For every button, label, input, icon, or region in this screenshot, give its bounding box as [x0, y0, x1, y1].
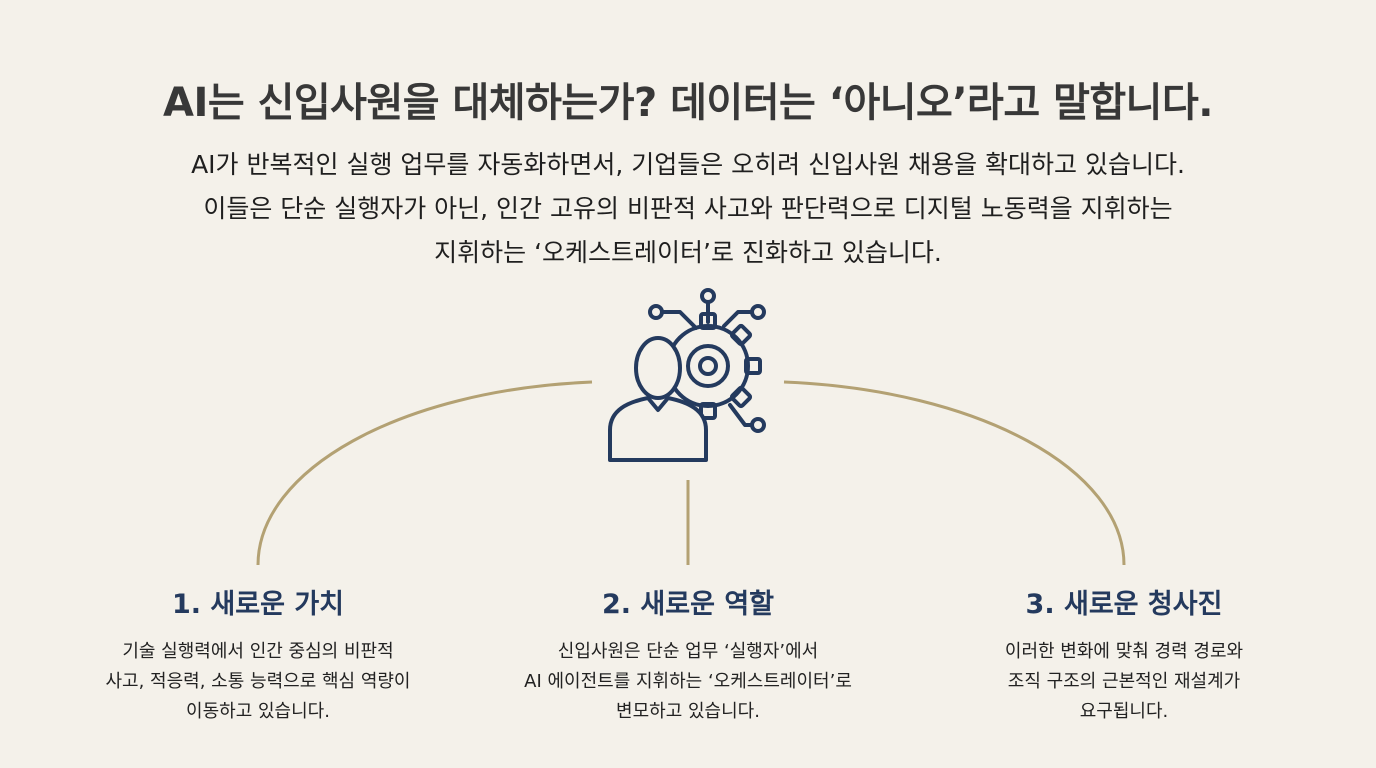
column-heading: 2. 새로운 역할: [601, 589, 775, 620]
column-line: 신입사원은 단순 업무 ‘실행자’에서: [557, 641, 819, 662]
connector-right: [783, 380, 1126, 566]
column-heading: 3. 새로운 청사진: [1025, 589, 1223, 620]
subtitle-line: 지휘하는 ‘오케스트레이터’로 진화하고 있습니다.: [434, 238, 942, 267]
column-new-blueprint: 3. 새로운 청사진 이러한 변화에 맞춰 경력 경로와 조직 구조의 근본적인…: [914, 585, 1334, 727]
column-description: 기술 실행력에서 인간 중심의 비판적 사고, 적응력, 소통 능력으로 핵심 …: [48, 637, 468, 727]
subtitle-line: AI가 반복적인 실행 업무를 자동화하면서, 기업들은 오히려 신입사원 채용…: [191, 150, 1185, 179]
column-line: 요구됩니다.: [1079, 701, 1169, 722]
column-line: 조직 구조의 근본적인 재설계가: [1007, 671, 1241, 692]
subtitle: AI가 반복적인 실행 업무를 자동화하면서, 기업들은 오히려 신입사원 채용…: [40, 143, 1336, 275]
column-description: 이러한 변화에 맞춰 경력 경로와 조직 구조의 근본적인 재설계가 요구됩니다…: [914, 637, 1334, 727]
column-line: 사고, 적응력, 소통 능력으로 핵심 역량이: [105, 671, 411, 692]
column-line: 기술 실행력에서 인간 중심의 비판적: [122, 641, 394, 662]
person-gear-network-icon: [608, 288, 766, 462]
subtitle-line: 이들은 단순 실행자가 아닌, 인간 고유의 비판적 사고와 판단력으로 디지털…: [203, 194, 1173, 223]
page-title: AI는 신입사원을 대체하는가? 데이터는 ‘아니오’라고 말합니다.: [163, 80, 1213, 126]
column-new-value: 1. 새로운 가치 기술 실행력에서 인간 중심의 비판적 사고, 적응력, 소…: [48, 585, 468, 727]
column-line: 이동하고 있습니다.: [186, 701, 330, 722]
column-heading: 1. 새로운 가치: [171, 589, 345, 620]
connector-left: [256, 380, 593, 566]
column-new-role: 2. 새로운 역할 신입사원은 단순 업무 ‘실행자’에서 AI 에이전트를 지…: [478, 585, 898, 727]
column-line: 이러한 변화에 맞춰 경력 경로와: [1004, 641, 1244, 662]
column-line: AI 에이전트를 지휘하는 ‘오케스트레이터’로: [524, 671, 852, 692]
column-description: 신입사원은 단순 업무 ‘실행자’에서 AI 에이전트를 지휘하는 ‘오케스트레…: [478, 637, 898, 727]
column-line: 변모하고 있습니다.: [616, 701, 760, 722]
